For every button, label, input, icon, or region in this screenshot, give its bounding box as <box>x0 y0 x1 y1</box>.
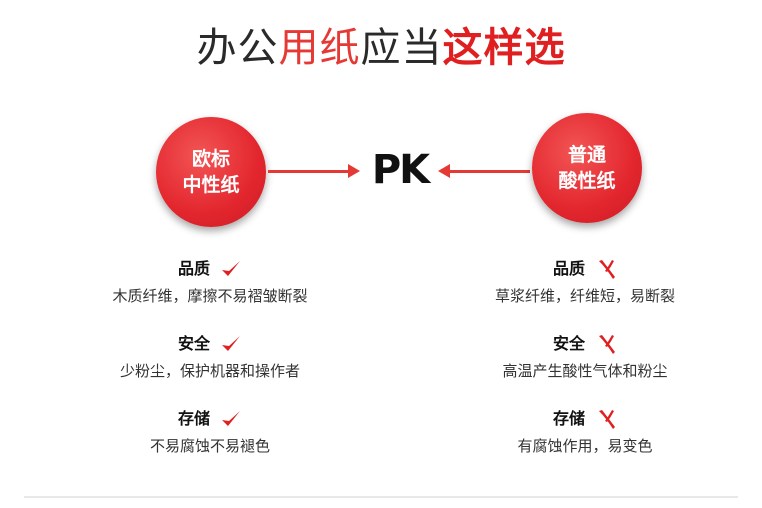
title-part-4: 这样选 <box>442 25 566 71</box>
feature-item: 存储 不易腐蚀不易褪色 <box>60 406 360 481</box>
arrow-right-icon <box>268 164 360 178</box>
neutral-paper-badge: 欧标 中性纸 <box>156 117 266 227</box>
page-title: 办公用纸应当这样选 <box>0 22 762 74</box>
acid-paper-line-1: 普通 <box>567 144 606 166</box>
feature-heading: 安全 <box>177 334 210 353</box>
feature-description: 草浆纤维，纤维短，易断裂 <box>494 287 675 305</box>
feature-heading: 安全 <box>552 334 585 353</box>
feature-description: 高温产生酸性气体和粉尘 <box>502 362 668 380</box>
neutral-paper-line-1: 欧标 <box>191 148 230 170</box>
arrow-left-icon <box>438 164 530 178</box>
feature-description: 有腐蚀作用，易变色 <box>517 437 653 455</box>
title-part-3: 应当 <box>360 25 443 71</box>
feature-heading: 品质 <box>552 259 585 278</box>
cross-icon <box>599 410 615 429</box>
check-icon <box>222 336 240 351</box>
feature-item: 安全 高温产生酸性气体和粉尘 <box>435 331 735 406</box>
feature-description: 木质纤维，摩擦不易褶皱断裂 <box>112 287 308 305</box>
feature-item: 品质 草浆纤维，纤维短，易断裂 <box>435 256 735 331</box>
acid-paper-badge: 普通 酸性纸 <box>532 113 642 223</box>
feature-heading: 存储 <box>552 409 585 428</box>
feature-description: 少粉尘，保护机器和操作者 <box>119 362 300 380</box>
title-part-1: 办公 <box>196 25 279 71</box>
feature-item: 品质 木质纤维，摩擦不易褶皱断裂 <box>60 256 360 331</box>
feature-item: 安全 少粉尘，保护机器和操作者 <box>60 331 360 406</box>
check-icon <box>222 261 240 276</box>
neutral-paper-features: 品质 木质纤维，摩擦不易褶皱断裂 安全 少粉尘，保护机器和操作者 存储 不易腐蚀… <box>60 256 360 481</box>
cross-icon <box>599 335 615 354</box>
divider <box>24 496 738 498</box>
feature-heading: 存储 <box>177 409 210 428</box>
feature-description: 不易腐蚀不易褪色 <box>149 437 270 455</box>
feature-heading: 品质 <box>177 259 210 278</box>
neutral-paper-line-2: 中性纸 <box>182 174 240 196</box>
cross-icon <box>599 260 615 279</box>
title-part-2: 用纸 <box>278 25 361 71</box>
feature-item: 存储 有腐蚀作用，易变色 <box>435 406 735 481</box>
acid-paper-line-2: 酸性纸 <box>558 170 616 192</box>
check-icon <box>222 411 240 426</box>
pk-label: PK <box>371 147 430 193</box>
acid-paper-features: 品质 草浆纤维，纤维短，易断裂 安全 高温产生酸性气体和粉尘 存储 有腐蚀作用，… <box>435 256 735 481</box>
